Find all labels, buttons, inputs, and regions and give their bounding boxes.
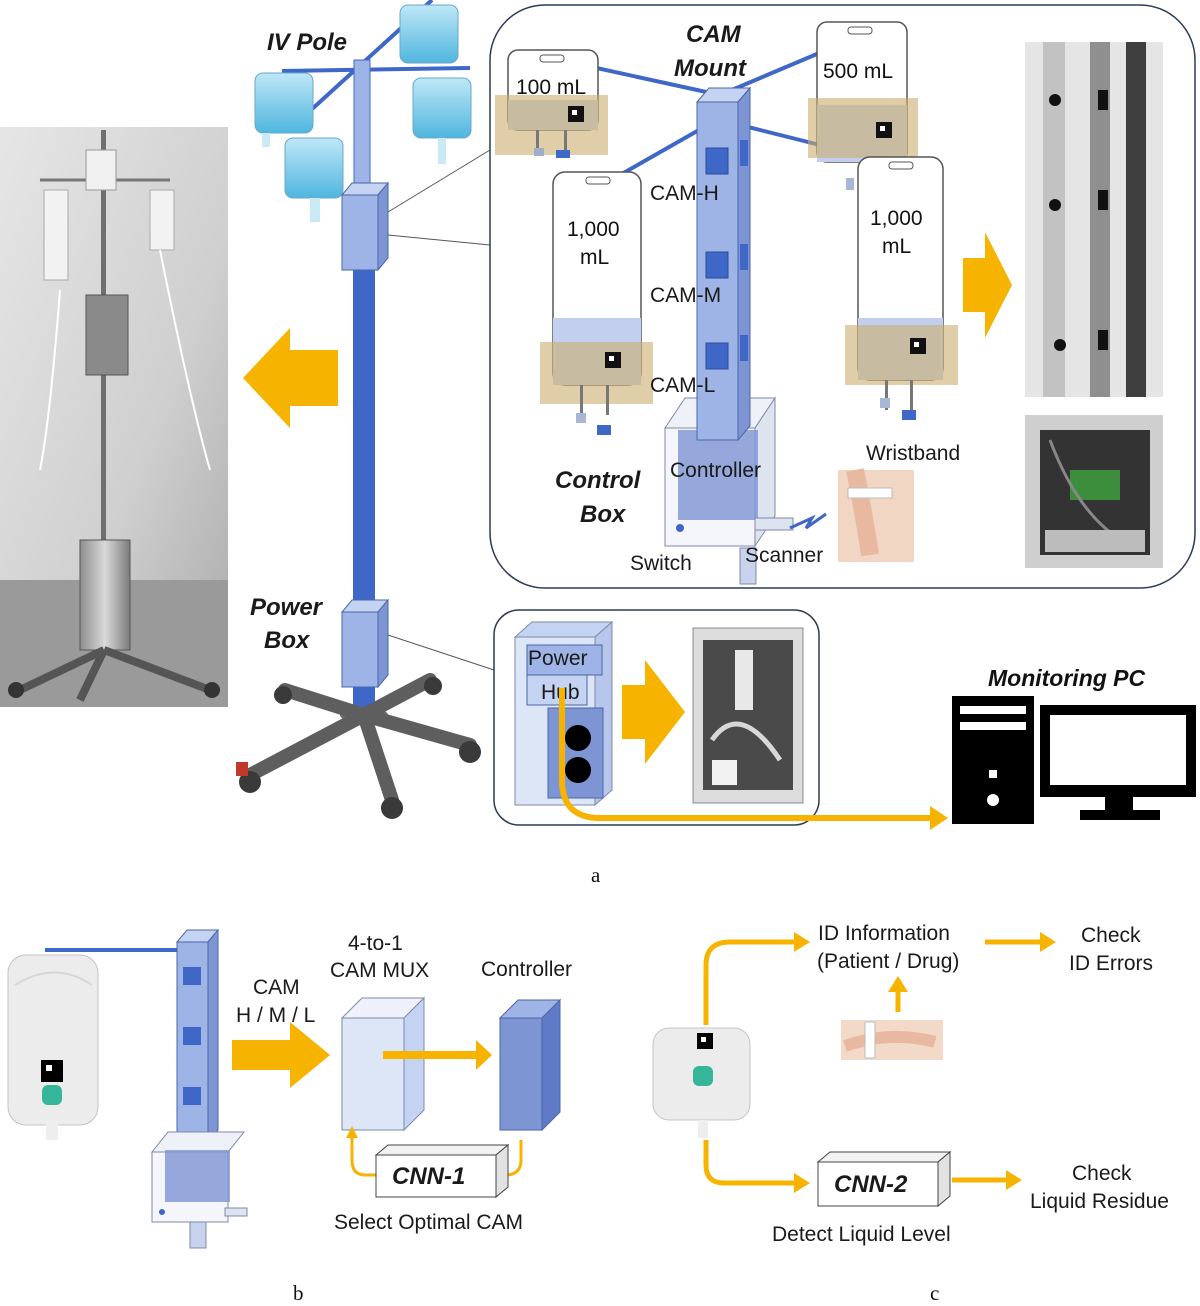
iv-bag-icon bbox=[399, 4, 459, 64]
iv-bag-icon bbox=[412, 77, 472, 164]
control-box-photo bbox=[1025, 415, 1163, 568]
bag-500ml bbox=[808, 21, 918, 190]
select-cam-label: Select Optimal CAM bbox=[334, 1211, 523, 1234]
left-arrow-to-photo bbox=[243, 328, 338, 428]
control-box-label-2: Box bbox=[580, 501, 627, 528]
cam-mount-label-1: CAM bbox=[686, 21, 742, 48]
id-info-label-1: ID Information bbox=[818, 922, 950, 945]
bag-1000ml-right bbox=[845, 156, 958, 420]
cnn2-label: CNN-2 bbox=[834, 1171, 908, 1198]
controller-label-b: Controller bbox=[481, 958, 572, 981]
power-hub-label-1: Power bbox=[528, 647, 588, 670]
bag-1000ml-right-label-2: mL bbox=[882, 235, 911, 258]
scanner-label: Scanner bbox=[745, 544, 823, 567]
cam-mount-box bbox=[340, 181, 390, 272]
cam-mount-photo bbox=[1025, 42, 1163, 397]
cnn1-box bbox=[374, 1143, 510, 1199]
controller-box-b bbox=[498, 998, 562, 1132]
bag-1000ml-left-label-2: mL bbox=[580, 246, 609, 269]
cam-mount-column bbox=[695, 86, 752, 442]
feedback-loop-return bbox=[350, 1135, 376, 1177]
check-res-label-1: Check bbox=[1072, 1162, 1132, 1185]
iv-bag-icon bbox=[254, 72, 314, 147]
panel-c: ID Information (Patient / Drug) Check ID… bbox=[652, 922, 1169, 1305]
cam-to-mux-arrow bbox=[232, 1022, 330, 1088]
wristband-label: Wristband bbox=[866, 442, 960, 465]
iv-pole-label: IV Pole bbox=[267, 29, 347, 56]
bag-1000ml-left bbox=[540, 171, 653, 435]
cam-hml-label-1: CAM bbox=[253, 976, 300, 999]
pole-base bbox=[236, 673, 481, 819]
panel-b: CAM H / M / L 4-to-1 CAM MUX Controller … bbox=[7, 928, 572, 1305]
detect-level-label: Detect Liquid Level bbox=[772, 1223, 951, 1246]
mux-label-2: CAM MUX bbox=[330, 959, 429, 982]
monitoring-pc-label: Monitoring PC bbox=[988, 665, 1146, 691]
panel-a: IV Pole Power Box 10 bbox=[0, 0, 1196, 887]
cam-hml-label-2: H / M / L bbox=[236, 1004, 315, 1027]
iv-bag-photo-c bbox=[652, 1027, 751, 1138]
cam-l-label: CAM-L bbox=[650, 374, 715, 397]
right-arrow-to-photos bbox=[963, 232, 1012, 338]
cam-h-label: CAM-H bbox=[650, 182, 719, 205]
bag-1000ml-left-label-1: 1,000 bbox=[567, 218, 620, 241]
cam-mount-detail: 100 mL 500 mL bbox=[489, 4, 1196, 589]
check-id-label-2: ID Errors bbox=[1069, 952, 1153, 975]
bag-500ml-label: 500 mL bbox=[823, 60, 893, 83]
id-info-label-2: (Patient / Drug) bbox=[817, 950, 959, 973]
iv-bag-icon bbox=[284, 137, 344, 222]
caption-b: b bbox=[293, 1281, 304, 1305]
control-box-label-1: Control bbox=[555, 467, 642, 494]
caption-a: a bbox=[591, 863, 601, 887]
cam-mount-label-2: Mount bbox=[674, 55, 747, 82]
power-box-label-2: Box bbox=[264, 627, 311, 654]
iv-bag-photo-b bbox=[7, 954, 99, 1140]
cable-to-pc bbox=[559, 688, 932, 821]
check-res-label-2: Liquid Residue bbox=[1030, 1190, 1169, 1213]
iv-pole-photo bbox=[0, 127, 228, 707]
power-box bbox=[340, 598, 390, 689]
caption-c: c bbox=[930, 1281, 939, 1305]
power-box-label-1: Power bbox=[250, 594, 324, 621]
mux-label-1: 4-to-1 bbox=[348, 932, 403, 955]
monitoring-pc-icon bbox=[952, 696, 1196, 824]
bag-100ml-label: 100 mL bbox=[516, 76, 586, 99]
up-path bbox=[703, 939, 796, 1025]
cam-m-label: CAM-M bbox=[650, 284, 721, 307]
check-id-label-1: Check bbox=[1081, 924, 1141, 947]
power-hub-detail bbox=[493, 609, 820, 826]
down-path bbox=[703, 1140, 796, 1186]
cnn2-box bbox=[816, 1150, 952, 1208]
cnn1-label: CNN-1 bbox=[392, 1163, 465, 1190]
bag-1000ml-right-label-1: 1,000 bbox=[870, 207, 923, 230]
switch-label: Switch bbox=[630, 552, 692, 575]
wristband-photo bbox=[838, 468, 914, 562]
controller-label: Controller bbox=[670, 459, 761, 482]
cam-mount-column-b bbox=[150, 928, 248, 1249]
wristband-photo-c bbox=[841, 1020, 943, 1060]
bag-100ml bbox=[495, 49, 608, 158]
cam-mux-box bbox=[340, 996, 426, 1132]
iv-pole-render bbox=[236, 0, 495, 819]
